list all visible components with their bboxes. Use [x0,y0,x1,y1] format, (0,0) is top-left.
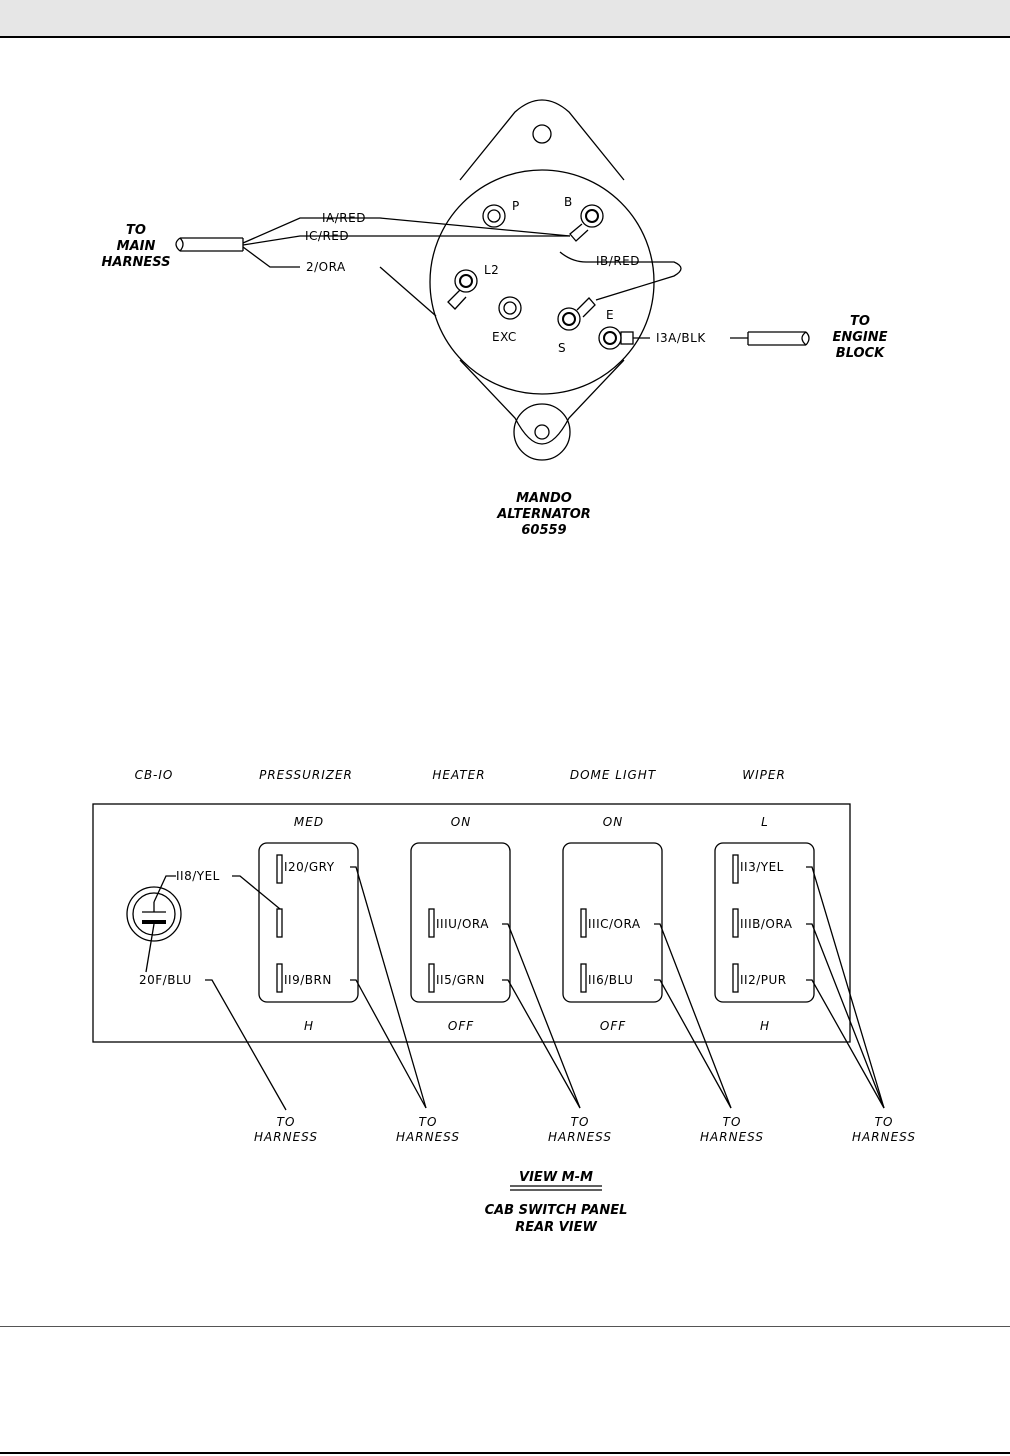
terminal-e [598,326,634,350]
wire-dome-bottom: II6/BLU [588,973,633,987]
bottom-mount-boss [513,403,571,461]
to-engine-block-line3: BLOCK [836,346,885,361]
alternator-title-line2: ALTERNATOR [496,507,591,522]
to-harness-1-line2: HARNESS [254,1130,318,1144]
wire-wiper-bottom: II2/PUR [740,973,787,987]
view-title: VIEW M-M [519,1170,593,1185]
terminal-label-l2: L2 [484,263,499,277]
wire-label-1a: IA/RED [322,211,366,225]
header-cb: CB-IO [135,768,174,782]
wire-cb-top: II8/YEL [176,869,220,883]
terminal-label-e: E [606,308,614,322]
alternator-body [429,169,655,395]
to-harness-5-line1: TO [875,1115,894,1129]
pos-heater-bottom: OFF [448,1019,474,1033]
main-harness-cable [175,237,244,252]
to-harness-1-line1: TO [277,1115,296,1129]
alternator-title-line1: MANDO [516,491,572,506]
footer-rule [0,1326,1010,1327]
terminal-label-exc: EXC [492,330,517,344]
circuit-breaker-cb10 [126,886,182,942]
caption-line2: REAR VIEW [515,1220,597,1235]
header-dome-light: DOME LIGHT [570,768,657,782]
switch-wiper [714,842,815,1003]
header-pressurizer: PRESSURIZER [259,768,353,782]
alternator-title-line3: 60559 [521,523,566,538]
terminal-label-s: S [558,341,566,355]
wire-heater-mid: IIIU/ORA [436,917,489,931]
switch-panel-outline [92,803,851,1043]
to-harness-4-line2: HARNESS [700,1130,764,1144]
bottom-rule [0,1452,1010,1454]
terminal-b [569,204,604,242]
terminal-exc [498,296,522,320]
switch-heater [410,842,511,1003]
wire-wiper-mid: IIIB/ORA [740,917,793,931]
to-harness-2-line1: TO [419,1115,438,1129]
switch-dome-light [562,842,663,1003]
to-main-harness-line2: MAIN [117,239,156,254]
terminal-l2 [447,269,478,310]
to-harness-2-line2: HARNESS [396,1130,460,1144]
header-heater: HEATER [432,768,485,782]
wire-label-1c: IC/RED [305,229,349,243]
wire-cb-bottom: 20F/BLU [139,973,192,987]
wire-label-2: 2/ORA [306,260,346,274]
wire-wiper-top: II3/YEL [740,860,784,874]
wire-label-1b: IB/RED [596,254,640,268]
terminal-label-b: B [564,195,573,209]
wire-pressurizer-top: I20/GRY [284,860,335,874]
terminal-label-p: P [512,199,520,213]
pos-pressurizer-top: MED [294,815,324,829]
to-engine-block-line2: ENGINE [832,330,887,345]
alternator-mount-outline [459,99,625,181]
page-header-band [0,0,1010,38]
wire-pressurizer-bottom: II9/BRN [284,973,332,987]
wire-dome-mid: IIIC/ORA [588,917,641,931]
pos-heater-top: ON [451,815,471,829]
to-engine-block-line1: TO [850,314,870,329]
switch-pressurizer [258,842,359,1003]
harness-wires [145,866,885,1111]
switch-terminals [276,854,739,993]
terminal-p [482,204,506,228]
pos-wiper-bottom: H [760,1019,770,1033]
to-main-harness-line3: HARNESS [102,255,171,270]
header-wiper: WIPER [742,768,786,782]
pos-pressurizer-bottom: H [304,1019,314,1033]
alternator-drawing: P B L2 EXC S E [429,99,655,461]
caption-line1: CAB SWITCH PANEL [485,1203,628,1218]
alternator-mount-outline-lower [459,359,625,445]
terminal-s [557,297,596,331]
wire-label-13a: I3A/BLK [656,331,706,345]
top-mount-hole [532,124,552,144]
engine-block-cable [747,331,810,346]
to-harness-3-line1: TO [571,1115,590,1129]
to-harness-5-line2: HARNESS [852,1130,916,1144]
to-harness-3-line2: HARNESS [548,1130,612,1144]
pos-dome-bottom: OFF [600,1019,626,1033]
pos-wiper-top: L [761,815,769,829]
pos-dome-top: ON [603,815,623,829]
bottom-mount-hole [534,424,550,440]
to-main-harness-line1: TO [126,223,146,238]
alternator-wires [242,217,748,339]
to-harness-4-line1: TO [723,1115,742,1129]
wire-heater-bottom: II5/GRN [436,973,485,987]
